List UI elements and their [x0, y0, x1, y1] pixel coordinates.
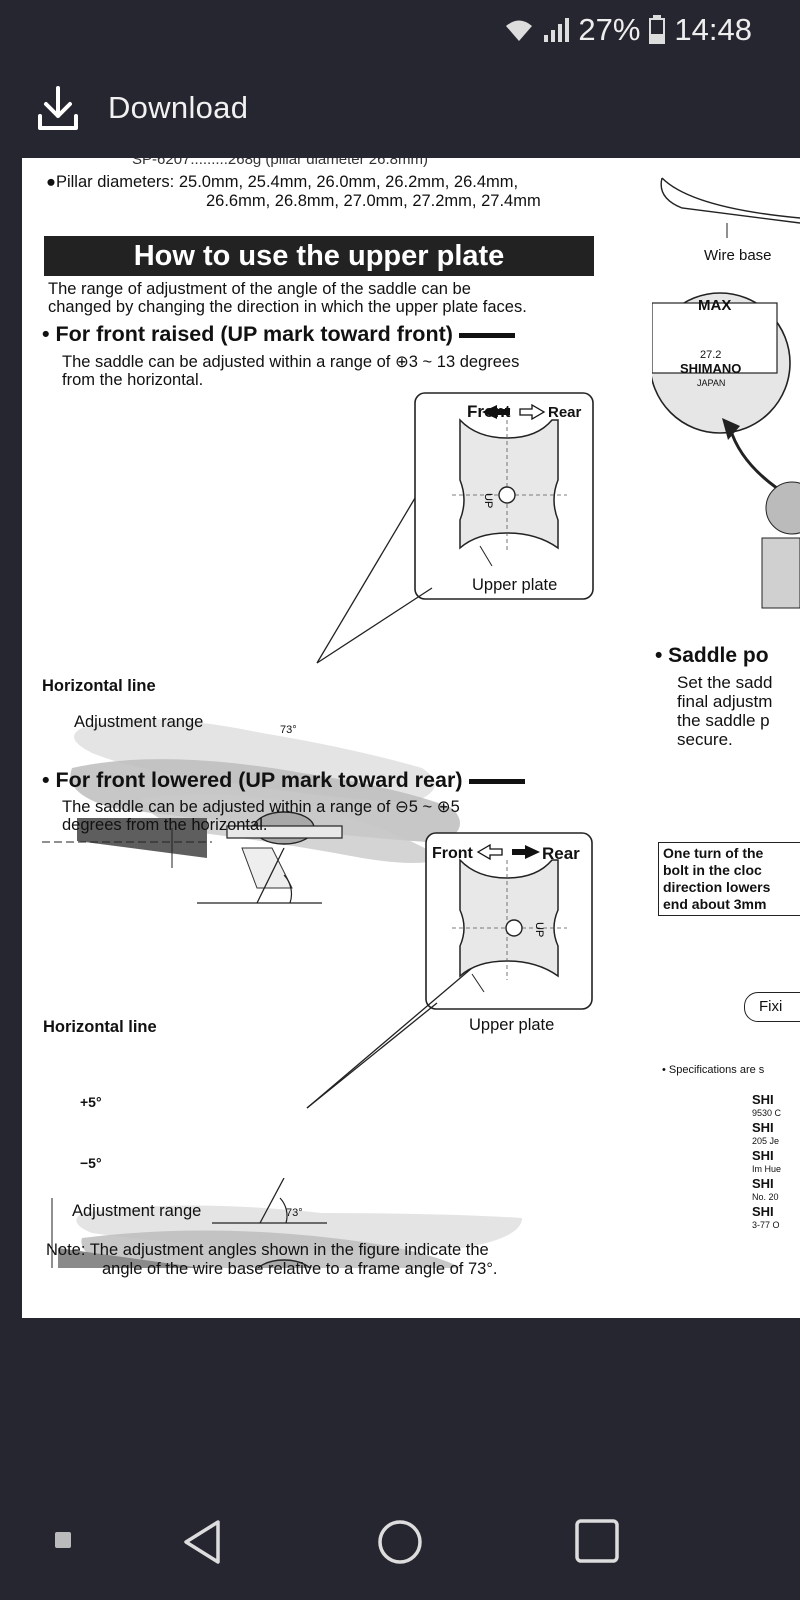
max-label: MAX — [698, 297, 732, 314]
section2-title: • For front lowered (UP mark toward rear… — [42, 768, 525, 793]
section1-adjustment-label: Adjustment range — [74, 713, 204, 731]
section1-front-label: Front — [467, 402, 511, 421]
company-2: SHI — [752, 1120, 774, 1135]
signal-icon — [544, 18, 570, 42]
note-line2: angle of the wire base relative to a fra… — [102, 1260, 498, 1278]
turn-note-box: One turn of the bolt in the cloc directi… — [658, 842, 800, 916]
company-3: SHI — [752, 1148, 774, 1163]
right-column-diagram — [652, 177, 800, 609]
section1-desc2: from the horizontal. — [62, 371, 204, 389]
front-arrow-icon — [482, 405, 510, 419]
specs-note: • Specifications are s — [662, 1064, 765, 1076]
note-line1: Note: The adjustment angles shown in the… — [46, 1241, 489, 1259]
section1-title: • For front raised (UP mark toward front… — [42, 322, 515, 347]
svg-text:UP: UP — [533, 922, 545, 937]
intro-line1: The range of adjustment of the angle of … — [48, 280, 471, 298]
section1-rear-label: Rear — [548, 404, 582, 421]
section1-range-label: +3~13 — [88, 647, 135, 665]
app-title: Download — [108, 90, 249, 125]
front-arrow-icon — [476, 843, 503, 861]
battery-percent: 27% — [578, 12, 641, 47]
pillar-diameters-line1: ●Pillar diameters: 25.0mm, 25.4mm, 26.0m… — [46, 173, 519, 191]
section2-minus-label: −5° — [80, 1155, 102, 1171]
status-bar: 27% 14:48 — [0, 0, 800, 62]
home-icon[interactable] — [376, 1518, 424, 1566]
set-line-1: Set the sadd — [677, 673, 773, 692]
turn-line-1: One turn of the — [663, 845, 764, 861]
section-heading: How to use the upper plate — [44, 236, 594, 276]
set-line-2: final adjustm — [677, 692, 773, 711]
intro-line2: changed by changing the direction in whi… — [48, 298, 527, 316]
address-1: 9530 C — [752, 1108, 782, 1118]
company-1: SHI — [752, 1092, 774, 1107]
pillar-diameters-line2: 26.6mm, 26.8mm, 27.0mm, 27.2mm, 27.4mm — [206, 192, 541, 210]
diagram-front-raised: UP — [42, 392, 594, 904]
download-icon[interactable] — [36, 84, 80, 134]
svg-text:UP: UP — [482, 493, 494, 508]
set-line-4: secure. — [677, 730, 733, 749]
document-page[interactable]: SP-6207.........268g (pillar diameter 26… — [22, 158, 800, 1318]
curved-arrow-icon — [722, 418, 740, 440]
fixing-pill: Fixi — [744, 992, 800, 1022]
upper-plate-shape — [459, 418, 559, 550]
brand-label: SHIMANO — [680, 361, 742, 376]
nav-dot-icon[interactable] — [55, 1532, 71, 1548]
navigation-bar — [0, 1490, 800, 1600]
section2-horizontal-label: Horizontal line — [43, 1018, 157, 1036]
rear-arrow-icon — [519, 403, 546, 421]
angle-wedge — [77, 818, 207, 858]
address-5: 3-77 O — [752, 1220, 780, 1230]
address-3: Im Hue — [752, 1164, 782, 1174]
section2-rule — [468, 778, 525, 784]
saddle-position-heading: • Saddle po — [655, 644, 769, 667]
turn-line-3: direction lowers — [663, 879, 771, 895]
section1-desc1: The saddle can be adjusted within a rang… — [62, 353, 520, 371]
section2-plus-label: +5° — [80, 1094, 102, 1110]
rear-arrow-icon — [512, 845, 540, 859]
section2-rear-label: Rear — [542, 844, 580, 863]
section2-front-label: Front — [432, 845, 473, 862]
address-2: 205 Je — [752, 1136, 780, 1146]
turn-line-4: end about 3mm — [663, 896, 767, 912]
section2-adjustment-label: Adjustment range — [72, 1202, 202, 1220]
turn-line-2: bolt in the cloc — [663, 862, 762, 878]
cut-off-line: SP-6207.........268g (pillar diameter 26… — [132, 158, 428, 168]
section1-horizontal-label: Horizontal line — [42, 677, 156, 695]
wire-base-label: Wire base — [704, 247, 772, 264]
address-4: No. 20 — [752, 1192, 779, 1202]
japan-label: JAPAN — [697, 378, 726, 388]
app-bar: Download — [0, 62, 800, 158]
section1-rule — [458, 332, 515, 338]
diagram-front-lowered: UP — [51, 832, 593, 1268]
section2-angle-diagram — [212, 1178, 327, 1224]
section2-angle-label: 73° — [286, 1207, 303, 1219]
company-4: SHI — [752, 1176, 774, 1191]
company-5: SHI — [752, 1204, 774, 1219]
section1-upper-plate-label: Upper plate — [472, 576, 558, 594]
wifi-icon — [506, 20, 533, 41]
section2-upper-plate-label: Upper plate — [469, 1016, 555, 1034]
battery-icon — [649, 15, 666, 44]
section2-desc2: degrees from the horizontal. — [62, 816, 268, 834]
section1-angle-label: 73° — [280, 724, 297, 736]
clock: 14:48 — [674, 12, 752, 47]
fixing-label: Fixi — [759, 998, 783, 1015]
size-label: 27.2 — [700, 349, 722, 361]
section2-desc1: The saddle can be adjusted within a rang… — [62, 798, 460, 816]
recents-icon[interactable] — [574, 1518, 620, 1564]
back-icon[interactable] — [180, 1518, 224, 1566]
set-line-3: the saddle p — [677, 711, 770, 730]
